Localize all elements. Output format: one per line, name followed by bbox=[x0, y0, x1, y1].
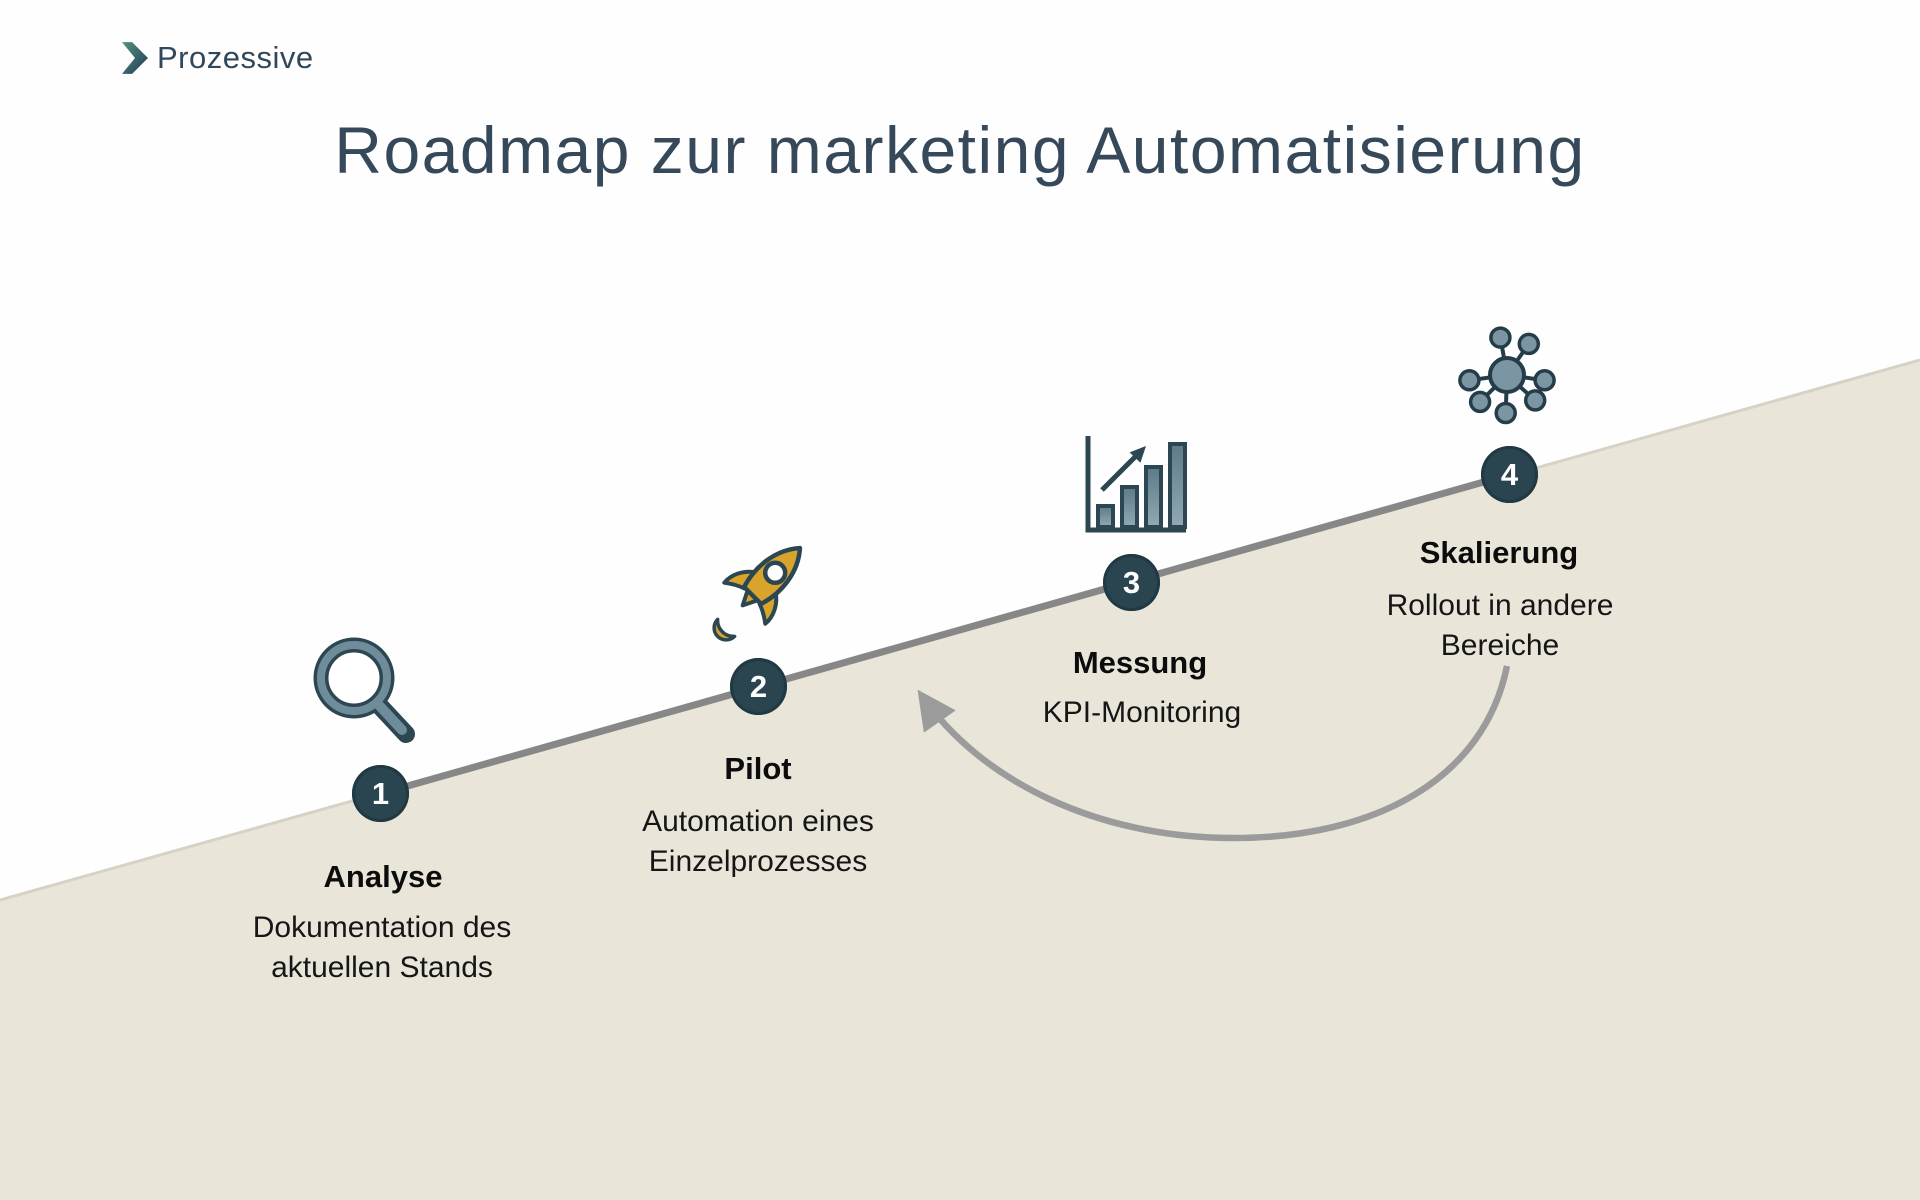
step-3-number: 3 bbox=[1122, 564, 1141, 600]
step-2-badge: 2 bbox=[730, 658, 787, 715]
step-4-description: Rollout in andere Bereiche bbox=[1386, 589, 1614, 662]
feedback-arrow bbox=[917, 665, 1511, 842]
roadmap-line bbox=[371, 470, 1513, 800]
brand-name: Prozessive bbox=[157, 40, 314, 75]
step-2-description: Automation eines Einzelprozesses bbox=[642, 805, 874, 878]
step-4-title: Skalierung bbox=[1419, 535, 1579, 570]
step-1-title: Analyse bbox=[323, 859, 443, 894]
step-4-badge: 4 bbox=[1481, 446, 1538, 503]
step-1-badge: 1 bbox=[352, 765, 409, 822]
step-1-description: Dokumentation des aktuellen Stands bbox=[252, 911, 512, 984]
step-2-number: 2 bbox=[749, 668, 768, 704]
brand-logo: Prozessive bbox=[122, 40, 314, 76]
magnifier-icon bbox=[300, 628, 420, 753]
slope-background bbox=[0, 360, 1920, 1200]
step-2-title: Pilot bbox=[724, 751, 792, 786]
rocket-icon bbox=[694, 522, 834, 667]
step-4-number: 4 bbox=[1500, 456, 1519, 492]
step-3-title: Messung bbox=[1072, 645, 1208, 680]
chevron-icon bbox=[122, 42, 148, 74]
step-3-description: KPI-Monitoring bbox=[1042, 696, 1242, 729]
page-title: Roadmap zur marketing Automatisierung bbox=[334, 113, 1586, 187]
bar-chart-icon bbox=[1078, 430, 1194, 543]
step-3-badge: 3 bbox=[1103, 554, 1160, 611]
network-icon bbox=[1452, 320, 1562, 435]
step-1-number: 1 bbox=[371, 775, 390, 811]
